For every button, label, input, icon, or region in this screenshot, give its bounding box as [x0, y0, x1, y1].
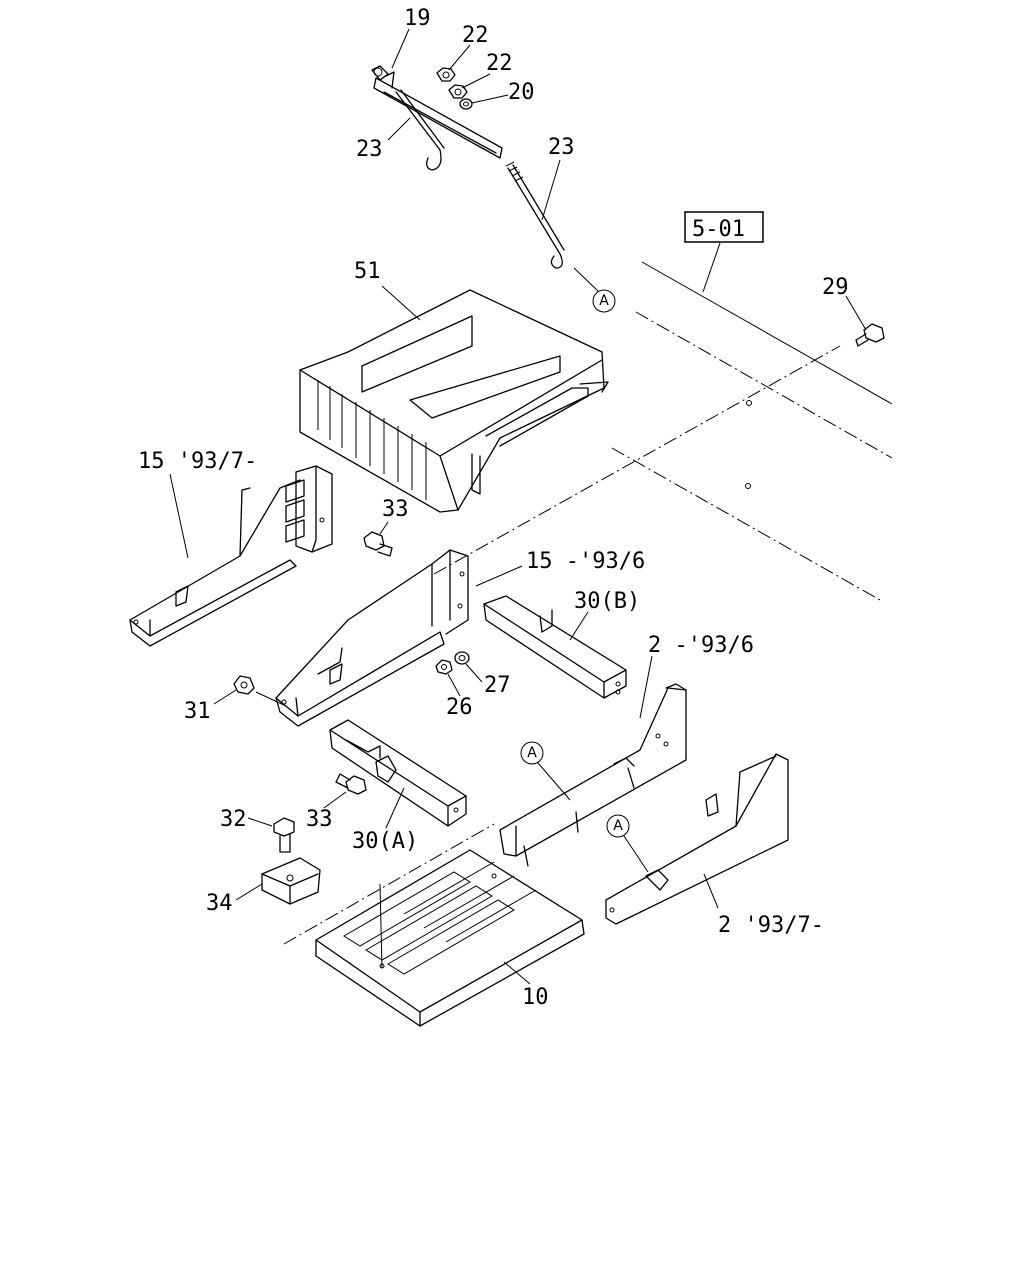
callout-15-new: 15 '93/7-: [138, 449, 257, 474]
svg-text:A: A: [599, 293, 609, 309]
callout-33-lower: 33: [306, 807, 333, 832]
callout-23-left: 23: [356, 137, 383, 162]
reference-box: 5-01: [684, 211, 764, 243]
bracket-2-old: [499, 683, 687, 867]
nut-26: [435, 659, 453, 675]
battery-cover: [299, 289, 609, 513]
callout-51: 51: [354, 259, 381, 284]
callout-30a: 30(A): [352, 829, 418, 854]
callout-27: 27: [484, 673, 511, 698]
frame-reference: [433, 261, 893, 601]
callout-22-upper: 22: [462, 23, 489, 48]
bracket-15-old: [275, 549, 469, 727]
rail-30a: [329, 719, 467, 827]
callout-29: 29: [822, 275, 849, 300]
callout-15-old: 15 -'93/6: [526, 549, 645, 574]
callout-10: 10: [522, 985, 549, 1010]
callout-23-right: 23: [548, 135, 575, 160]
marker-a-3: A: [606, 814, 630, 838]
bracket-34: [261, 857, 321, 905]
nut-22-upper: [436, 67, 456, 82]
hook-rod-23: [505, 161, 565, 269]
svg-text:A: A: [613, 818, 623, 834]
reference-label: 5-01: [692, 217, 745, 242]
rail-30b: [483, 595, 627, 699]
callout-2-old: 2 -'93/6: [648, 633, 754, 658]
callout-2-new: 2 '93/7-: [718, 913, 824, 938]
callout-19: 19: [404, 6, 431, 31]
callout-32: 32: [220, 807, 247, 832]
svg-text:A: A: [527, 745, 537, 761]
callout-33-upper: 33: [382, 497, 409, 522]
bolt-29: [855, 323, 885, 347]
callout-26: 26: [446, 695, 473, 720]
washer-27: [454, 651, 470, 665]
callout-34: 34: [206, 891, 233, 916]
bracket-2-new: [605, 753, 789, 925]
callout-22-lower: 22: [486, 51, 513, 76]
callout-30b: 30(B): [574, 589, 640, 614]
marker-a-1: A: [592, 289, 616, 313]
callout-20: 20: [508, 80, 535, 105]
battery-tray: [315, 849, 585, 1027]
bolt-33-upper: [363, 531, 393, 557]
bolt-33-lower: [335, 773, 367, 795]
marker-a-2: A: [520, 741, 544, 765]
nut-31: [233, 675, 255, 695]
bracket-15-new: [129, 465, 333, 647]
hold-down-bracket: [371, 65, 503, 171]
bolt-32: [273, 817, 295, 853]
callout-31: 31: [184, 699, 211, 724]
washer-20: [459, 98, 473, 110]
